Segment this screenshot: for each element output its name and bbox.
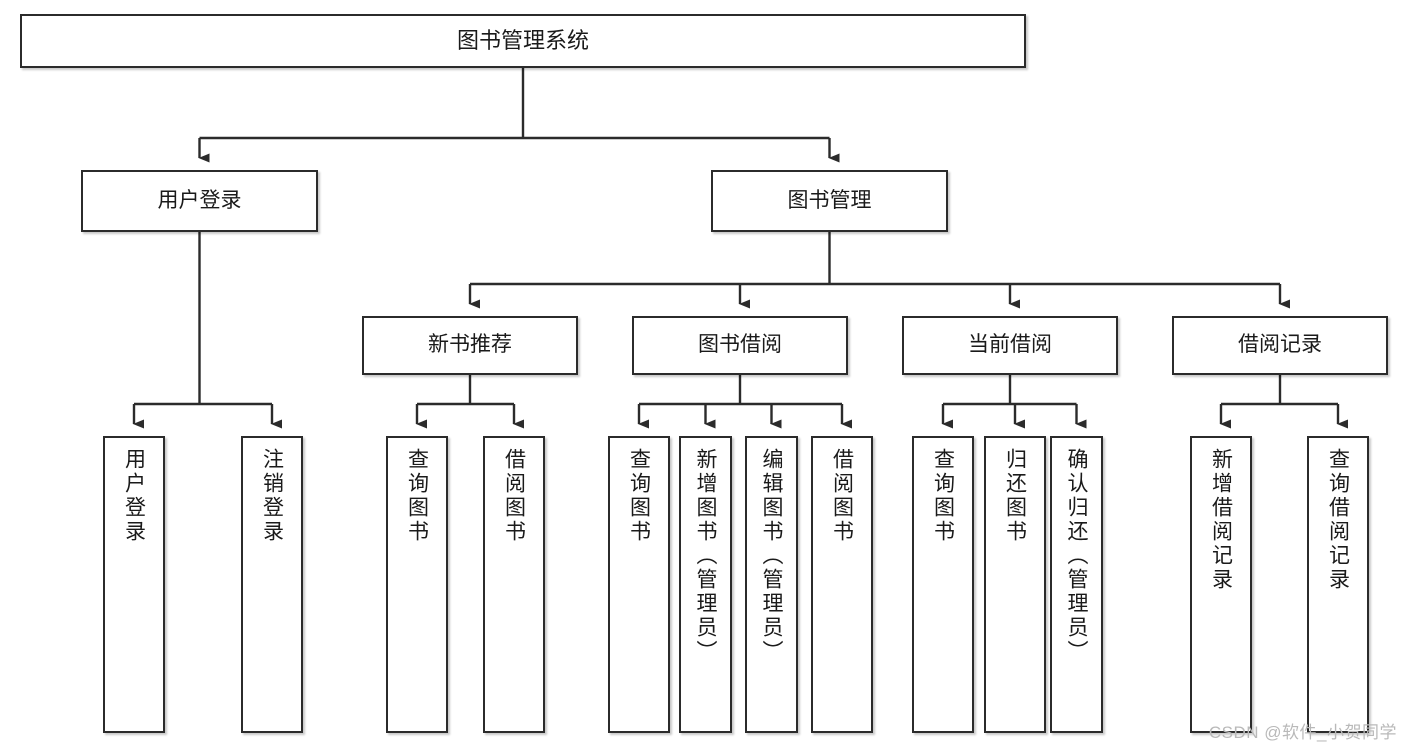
node-label: 借阅记录: [1238, 333, 1322, 357]
node-leaf-user-login[interactable]: 用户登录: [103, 436, 165, 733]
node-label: 图书管理系统: [456, 28, 589, 54]
node-label: 图书借阅: [698, 333, 782, 357]
node-label: 借阅图书: [502, 448, 526, 544]
node-leaf-add-record[interactable]: 新增借阅记录: [1190, 436, 1252, 733]
node-label: 新增借阅记录: [1209, 448, 1233, 592]
node-label: 图书管理: [787, 188, 872, 212]
node-label: 编辑图书（管理员）: [760, 448, 783, 664]
node-label: 确认归还（管理员）: [1065, 448, 1088, 664]
node-label: 查询图书: [931, 448, 955, 544]
node-label: 查询图书: [405, 448, 429, 544]
node-label: 用户登录: [157, 188, 242, 212]
node-label: 查询图书: [627, 448, 651, 544]
node-label: 新书推荐: [428, 333, 512, 357]
node-label: 查询借阅记录: [1326, 448, 1350, 592]
node-leaf-edit-book[interactable]: 编辑图书（管理员）: [745, 436, 798, 733]
node-label: 借阅图书: [830, 448, 854, 544]
node-label: 当前借阅: [968, 333, 1052, 357]
node-leaf-logout[interactable]: 注销登录: [241, 436, 303, 733]
node-new-book-rec[interactable]: 新书推荐: [362, 316, 578, 375]
node-leaf-query-record[interactable]: 查询借阅记录: [1307, 436, 1369, 733]
node-label: 用户登录: [122, 448, 146, 544]
node-book-borrow[interactable]: 图书借阅: [632, 316, 848, 375]
node-leaf-query-book-rec[interactable]: 查询图书: [386, 436, 448, 733]
node-user-login[interactable]: 用户登录: [81, 170, 318, 232]
node-book-manage[interactable]: 图书管理: [711, 170, 948, 232]
node-label: 新增图书（管理员）: [694, 448, 717, 664]
node-root[interactable]: 图书管理系统: [20, 14, 1026, 68]
node-leaf-return-book[interactable]: 归还图书: [984, 436, 1046, 733]
node-leaf-query-book-current[interactable]: 查询图书: [912, 436, 974, 733]
node-leaf-borrow-book-rec[interactable]: 借阅图书: [483, 436, 545, 733]
node-leaf-borrow-book[interactable]: 借阅图书: [811, 436, 873, 733]
node-current-borrow[interactable]: 当前借阅: [902, 316, 1118, 375]
node-leaf-confirm-return[interactable]: 确认归还（管理员）: [1050, 436, 1103, 733]
node-leaf-query-book-borrow[interactable]: 查询图书: [608, 436, 670, 733]
node-label: 注销登录: [260, 448, 284, 544]
node-label: 归还图书: [1003, 448, 1027, 544]
node-borrow-record[interactable]: 借阅记录: [1172, 316, 1388, 375]
node-leaf-add-book[interactable]: 新增图书（管理员）: [679, 436, 732, 733]
